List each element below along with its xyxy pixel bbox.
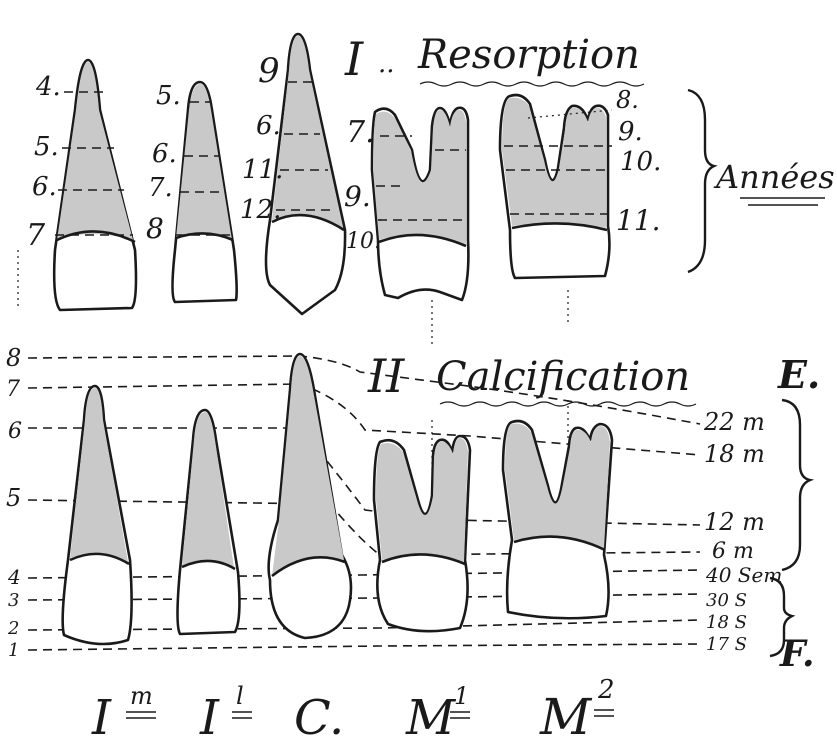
calc-left-label-5: 3: [8, 590, 19, 611]
tooth-label-m2: M 2: [539, 675, 615, 740]
calcification-tooth-il: [178, 410, 240, 634]
calc-right-label-2: 12 m: [704, 508, 765, 536]
calc-left-label-7: 1: [8, 640, 19, 661]
calcification-tooth-im: [63, 386, 132, 644]
res-m2-label-2: 10.: [620, 147, 661, 177]
annees-brace: [688, 90, 714, 272]
annees-underline: [740, 198, 825, 205]
calc-right-label-5: 30 S: [706, 590, 747, 611]
calc-left-label-4: 4: [7, 565, 21, 589]
tooth-label-il-base: I: [199, 690, 220, 740]
calcification-tooth-m1: [374, 436, 470, 631]
section1-title: Resorption: [417, 32, 640, 78]
resorption-tooth-m2: [500, 95, 612, 278]
res-im-label-2: 6.: [32, 172, 57, 202]
calc-right-label-0: 22 m: [703, 408, 765, 436]
tooth-label-m2-base: M: [539, 688, 593, 740]
resorption-tooth-il: [173, 82, 237, 302]
resorption-tooth-im: [54, 60, 136, 310]
calc-right-label-3: 6 m: [712, 539, 754, 564]
section1-title-underline: [420, 82, 644, 86]
tooth-label-im-sup: m: [130, 682, 153, 710]
res-il-label-1: 6.: [152, 139, 177, 169]
tooth-label-c: C.: [294, 690, 344, 740]
calc-right-label-1: 18 m: [704, 440, 765, 468]
res-im-label-0: 4.: [35, 72, 61, 102]
calc-left-label-6: 2: [7, 618, 19, 639]
tooth-label-il-sup: l: [236, 682, 244, 710]
calc-right-label-6: 18 S: [706, 612, 747, 633]
calcification-tooth-c: [269, 354, 351, 638]
res-il-label-3: 8: [146, 212, 164, 245]
res-c-label-0: 9: [258, 51, 280, 91]
tooth-label-m1-base: M: [405, 690, 457, 740]
section2-title-underline: [440, 402, 696, 406]
tooth-label-im: I m: [91, 682, 156, 740]
res-il-label-2: 7.: [148, 173, 173, 203]
res-im-label-3: 7: [26, 218, 46, 253]
label-f: F.: [779, 633, 814, 675]
res-im-label-1: 5.: [34, 132, 59, 162]
tooth-label-c-base: C.: [294, 690, 344, 740]
section1-numeral: I: [344, 32, 364, 86]
calc-left-label-1: 7: [6, 377, 20, 402]
section1-dots: ..: [378, 49, 395, 79]
tooth-label-m1: M 1: [405, 682, 470, 740]
res-m2-label-3: 11.: [616, 204, 661, 237]
res-m1-label-0: 7.: [346, 115, 375, 150]
calc-left-label-0: 8: [6, 344, 21, 372]
calc-left-label-3: 5: [6, 484, 21, 512]
annees-label: Années: [713, 158, 835, 196]
calcification-tooth-m2: [503, 421, 612, 618]
res-m2-label-0: 8.: [616, 86, 639, 114]
calc-right-label-4: 40 Sem: [705, 563, 782, 587]
resorption-tooth-m1: [372, 108, 468, 300]
label-e: E.: [777, 352, 820, 397]
e-brace: [782, 400, 810, 570]
res-c-label-3: 12.: [240, 195, 281, 225]
tooth-label-m1-sup: 1: [454, 682, 469, 710]
res-m2-label-1: 9.: [618, 117, 643, 147]
calc-right-label-7: 17 S: [706, 634, 747, 655]
calc-left-label-2: 6: [8, 419, 22, 444]
res-il-label-0: 5.: [156, 81, 181, 111]
res-c-label-1: 6.: [256, 111, 281, 141]
tooth-label-il: I l: [199, 682, 252, 740]
res-m1-label-2: 10.: [346, 229, 381, 254]
res-m1-label-1: 9.: [344, 180, 371, 213]
tooth-label-im-base: I: [91, 690, 112, 740]
res-c-label-2: 11.: [242, 155, 283, 185]
tooth-label-m2-sup: 2: [597, 675, 615, 705]
section2-title: Calcification: [436, 354, 690, 400]
